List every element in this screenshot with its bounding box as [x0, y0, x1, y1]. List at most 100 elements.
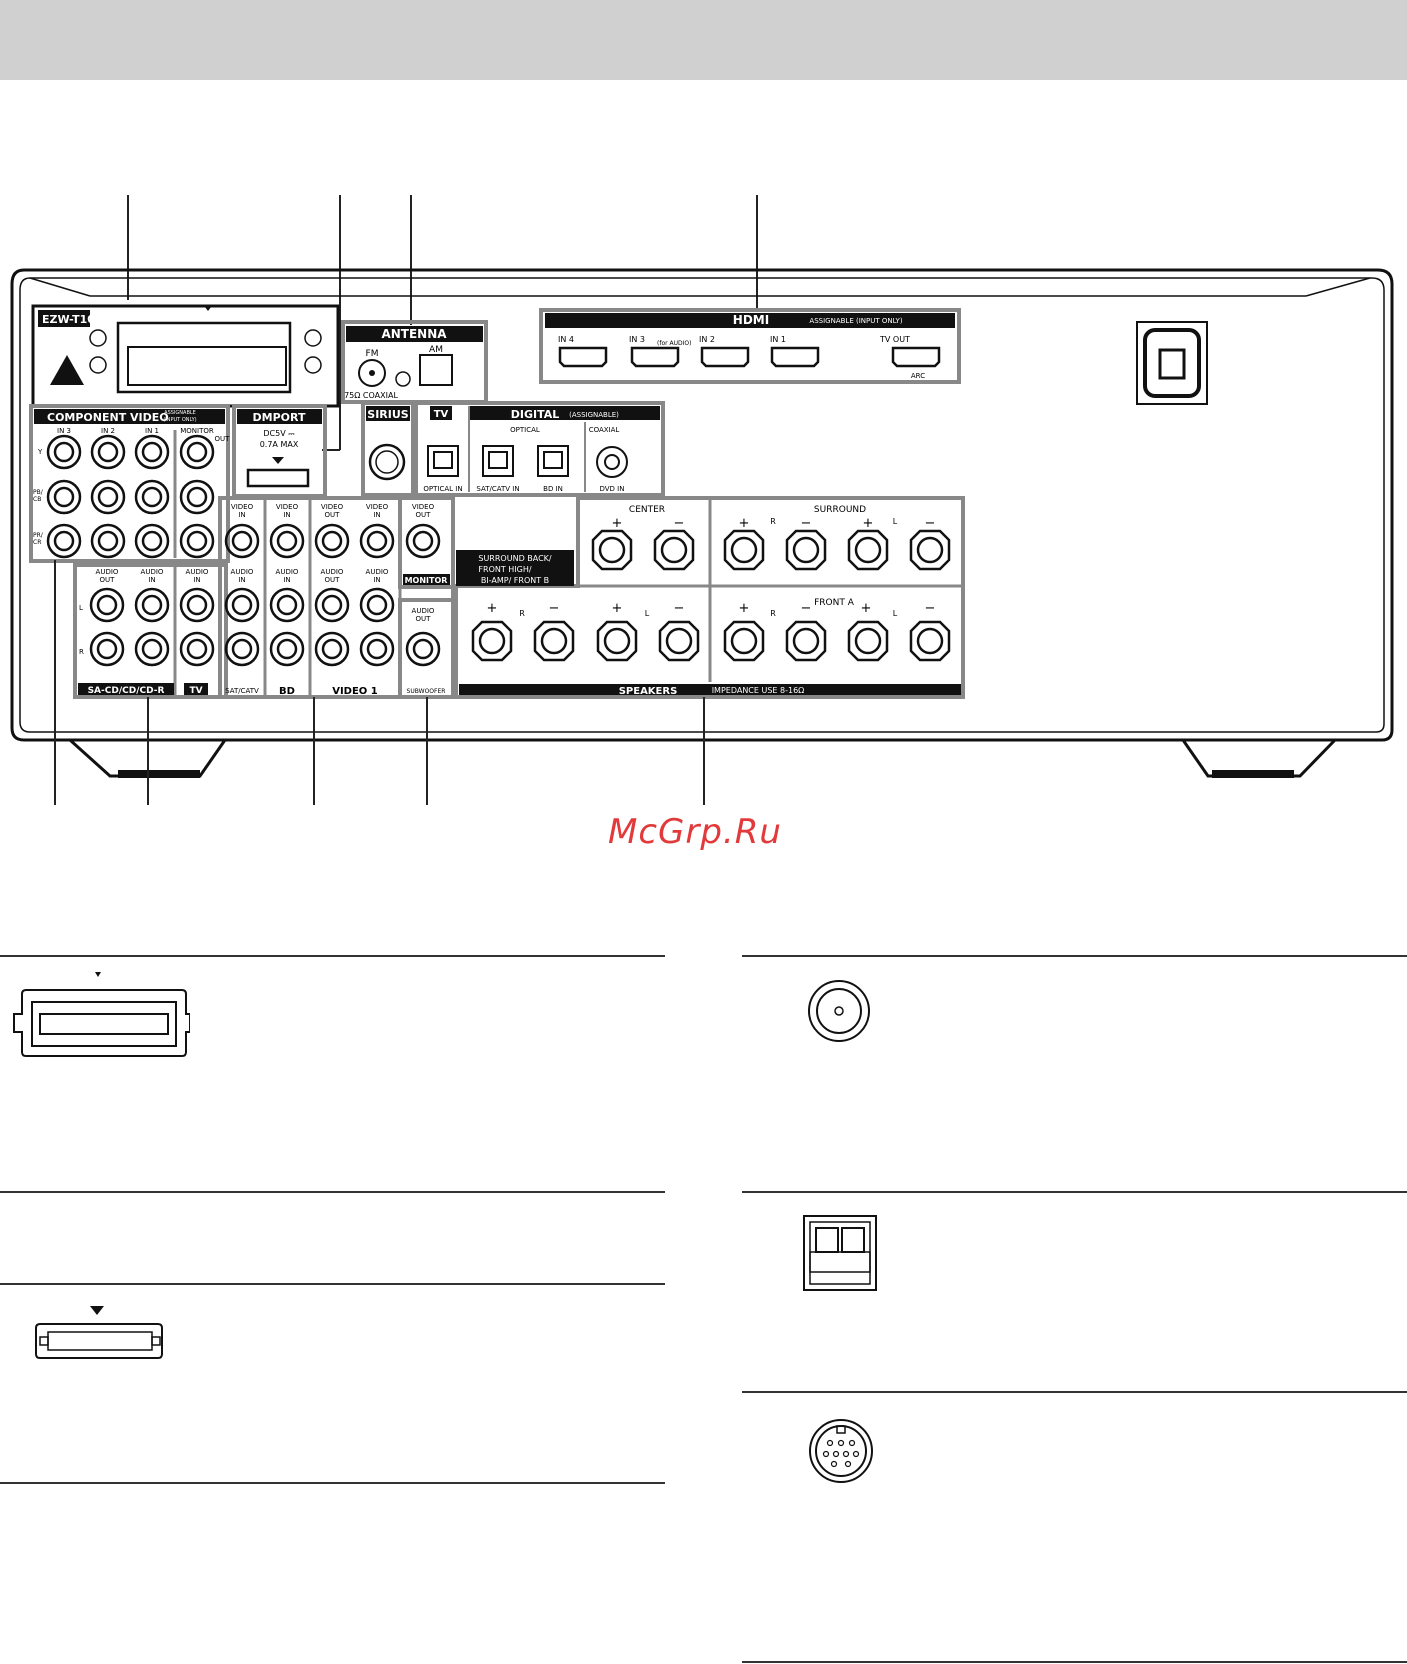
svg-text:IN: IN	[238, 576, 245, 584]
svg-text:VIDEO: VIDEO	[366, 503, 389, 511]
svg-text:Y: Y	[37, 448, 43, 456]
svg-text:0.7A MAX: 0.7A MAX	[260, 440, 299, 449]
svg-text:R: R	[79, 648, 84, 656]
audio-video-section: AUDIO OUT AUDIO IN AUDIO IN VIDEO IN VID…	[73, 496, 455, 699]
svg-text:+: +	[863, 516, 874, 531]
right-rule-1	[742, 955, 1407, 957]
svg-text:L: L	[893, 517, 898, 526]
svg-text:+: +	[739, 601, 750, 616]
svg-text:AUDIO: AUDIO	[321, 568, 344, 576]
svg-text:DMPORT: DMPORT	[253, 411, 306, 424]
monitor-subwoofer-section: VIDEO OUT MONITOR AUDIO OUT SUBWOOFER	[398, 496, 455, 699]
speakers-section: SURROUND BACK/ FRONT HIGH/ BI-AMP/ FRONT…	[454, 496, 965, 699]
svg-text:IN: IN	[283, 511, 290, 519]
svg-text:−: −	[674, 516, 685, 531]
fm-coaxial-icon	[808, 980, 870, 1042]
svg-text:75Ω COAXIAL: 75Ω COAXIAL	[344, 391, 398, 400]
svg-text:+: +	[612, 601, 623, 616]
digital-section: TV DIGITAL (ASSIGNABLE) OPTICAL COAXIAL …	[414, 401, 665, 497]
right-rule-2	[742, 1191, 1407, 1193]
left-rule-4	[0, 1482, 665, 1484]
svg-text:BD: BD	[279, 686, 295, 697]
svg-text:IN: IN	[238, 511, 245, 519]
svg-text:VIDEO: VIDEO	[412, 503, 435, 511]
svg-text:L: L	[893, 609, 898, 618]
svg-text:FRONT A: FRONT A	[814, 598, 855, 608]
svg-text:TV OUT: TV OUT	[879, 335, 910, 344]
callout-lines-bottom	[54, 560, 705, 805]
svg-text:AUDIO: AUDIO	[366, 568, 389, 576]
svg-text:PB/: PB/	[33, 489, 44, 496]
svg-text:COAXIAL: COAXIAL	[589, 426, 620, 434]
hdmi-section: HDMI ASSIGNABLE (INPUT ONLY) IN 4 IN 3 (…	[539, 308, 961, 384]
svg-text:DIGITAL: DIGITAL	[511, 408, 560, 421]
svg-text:IN: IN	[193, 576, 200, 584]
svg-text:TV: TV	[189, 686, 202, 696]
antenna-section: ANTENNA FM AM 75Ω COAXIAL	[341, 320, 488, 404]
svg-text:(ASSIGNABLE): (ASSIGNABLE)	[569, 411, 619, 419]
left-rule-1	[0, 955, 665, 957]
svg-text:OUT: OUT	[325, 511, 341, 519]
svg-text:+: +	[487, 601, 498, 616]
svg-text:AUDIO: AUDIO	[96, 568, 119, 576]
right-rule-3	[742, 1391, 1407, 1393]
svg-text:FRONT HIGH/: FRONT HIGH/	[478, 565, 531, 574]
svg-text:AUDIO: AUDIO	[276, 568, 299, 576]
svg-text:IN 3: IN 3	[57, 427, 71, 435]
svg-text:OUT: OUT	[416, 511, 432, 519]
svg-text:−: −	[925, 516, 936, 531]
watermark: McGrp.Ru	[608, 812, 782, 852]
svg-text:SURROUND: SURROUND	[814, 505, 866, 515]
svg-text:DVD IN: DVD IN	[600, 485, 625, 493]
svg-text:AUDIO: AUDIO	[231, 568, 254, 576]
svg-text:AM: AM	[429, 345, 443, 355]
rear-panel-diagram: EZW-T100 ANTENNA FM AM 75Ω COAXIAL HDMI …	[10, 195, 1394, 805]
svg-text:−: −	[925, 601, 936, 616]
right-rule-4	[742, 1661, 1407, 1663]
svg-text:IN 1: IN 1	[770, 335, 786, 344]
am-terminal-icon	[803, 1215, 877, 1291]
left-rule-3	[0, 1283, 665, 1285]
svg-text:SIRIUS: SIRIUS	[367, 408, 409, 421]
svg-text:SUBWOOFER: SUBWOOFER	[407, 688, 446, 695]
svg-text:SAT/CATV IN: SAT/CATV IN	[476, 485, 519, 493]
svg-text:AUDIO: AUDIO	[412, 607, 435, 615]
svg-text:CB: CB	[33, 496, 41, 503]
svg-text:R: R	[770, 609, 776, 618]
svg-text:IN 2: IN 2	[101, 427, 115, 435]
svg-text:VIDEO: VIDEO	[231, 503, 254, 511]
svg-text:BD IN: BD IN	[543, 485, 563, 493]
svg-text:OPTICAL IN: OPTICAL IN	[423, 485, 462, 493]
left-rule-2	[0, 1191, 665, 1193]
component-video-section: COMPONENT VIDEO ASSIGNABLE (INPUT ONLY) …	[29, 404, 230, 563]
svg-text:IN 2: IN 2	[699, 335, 715, 344]
svg-text:IN: IN	[373, 576, 380, 584]
svg-text:CR: CR	[33, 539, 41, 546]
svg-text:+: +	[612, 516, 623, 531]
svg-text:SPEAKERS: SPEAKERS	[619, 686, 678, 697]
svg-text:COMPONENT VIDEO: COMPONENT VIDEO	[47, 411, 169, 424]
svg-text:OUT: OUT	[416, 615, 432, 623]
dmport-section: DMPORT DC5V ⎓ 0.7A MAX	[232, 404, 327, 498]
svg-text:−: −	[801, 516, 812, 531]
svg-text:OUT: OUT	[325, 576, 341, 584]
svg-text:IN: IN	[148, 576, 155, 584]
ezw-label: EZW-T100	[42, 313, 103, 326]
svg-text:−: −	[674, 601, 685, 616]
svg-text:L: L	[645, 609, 650, 618]
svg-text:−: −	[549, 601, 560, 616]
svg-text:BI-AMP/ FRONT B: BI-AMP/ FRONT B	[481, 576, 549, 585]
svg-text:HDMI: HDMI	[733, 313, 769, 327]
svg-text:IN: IN	[373, 511, 380, 519]
svg-text:IMPEDANCE USE 8-16Ω: IMPEDANCE USE 8-16Ω	[712, 686, 805, 695]
header-band	[0, 0, 1407, 80]
svg-text:VIDEO: VIDEO	[276, 503, 299, 511]
svg-text:ASSIGNABLE (INPUT ONLY): ASSIGNABLE (INPUT ONLY)	[809, 317, 902, 325]
svg-text:+: +	[861, 601, 872, 616]
svg-text:VIDEO 1: VIDEO 1	[332, 686, 378, 697]
svg-text:AUDIO: AUDIO	[186, 568, 209, 576]
svg-text:VIDEO: VIDEO	[321, 503, 344, 511]
svg-text:SURROUND BACK/: SURROUND BACK/	[478, 554, 552, 563]
svg-text:R: R	[519, 609, 525, 618]
sirius-mini-din-icon	[809, 1419, 873, 1483]
